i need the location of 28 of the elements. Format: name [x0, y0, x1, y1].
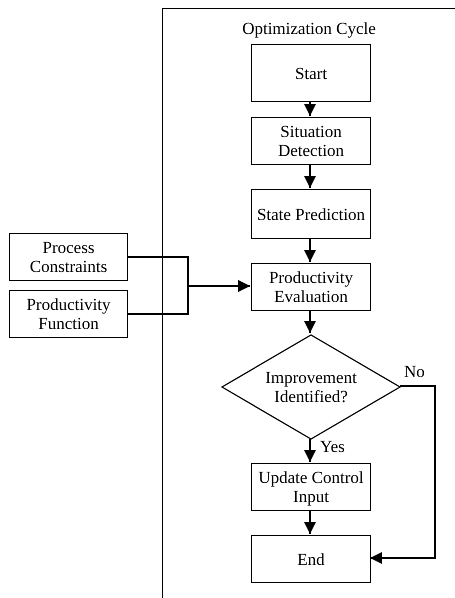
node-label: Productivity Function: [25, 295, 112, 333]
node-label: Situation Detection: [276, 122, 346, 160]
node-label: Update Control Input: [257, 468, 365, 506]
arrow: [304, 101, 316, 116]
node-label: Start: [294, 64, 328, 82]
arrow: [128, 280, 250, 315]
node-label: Productivity Evaluation: [268, 268, 354, 306]
panel-title: Optimization Cycle: [241, 19, 377, 38]
process-box: [251, 263, 371, 311]
process-box: [9, 233, 128, 281]
arrow: [304, 238, 316, 262]
process-box: [251, 463, 371, 511]
process-box: [251, 189, 371, 239]
process-box: [251, 117, 371, 165]
arrow: [304, 164, 316, 188]
arrow: [304, 510, 316, 534]
node-label: End: [297, 550, 325, 568]
node-label: Process Constraints: [28, 238, 108, 276]
decision-diamond: [221, 334, 401, 440]
process-box: [9, 290, 128, 338]
cycle-panel: [162, 8, 455, 598]
arrow: [304, 439, 316, 462]
process-box: [251, 44, 371, 102]
arrow: [304, 310, 316, 333]
node-label: Improvement Identified?: [264, 368, 358, 406]
process-box: [251, 535, 371, 583]
arrow: [370, 385, 436, 564]
node-label: State Prediction: [256, 204, 366, 224]
